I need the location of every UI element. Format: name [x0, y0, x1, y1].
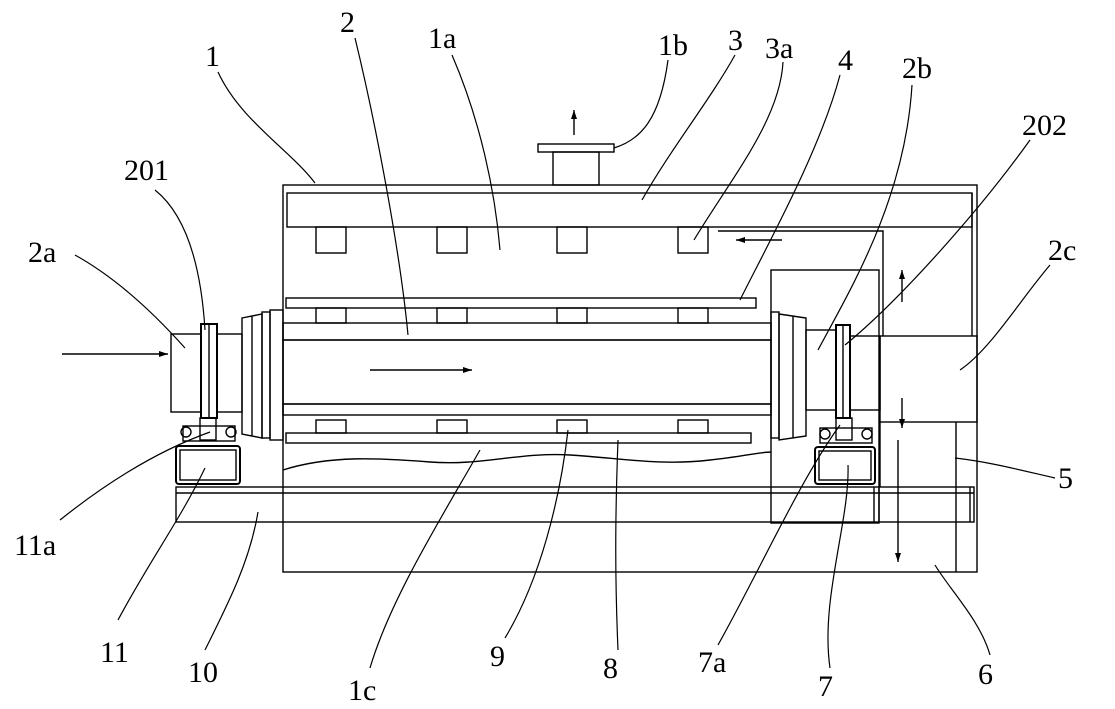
label-2c: 2c	[1048, 234, 1076, 267]
label-4: 4	[838, 44, 853, 77]
base-frame	[175, 486, 975, 523]
upper-plate	[285, 297, 757, 324]
label-8: 8	[603, 652, 618, 685]
label-1a: 1a	[428, 22, 456, 55]
label-7a: 7a	[698, 646, 726, 679]
material-bed-line	[282, 451, 772, 471]
top-channel	[286, 192, 973, 254]
label-9: 9	[490, 640, 505, 673]
label-11a: 11a	[14, 529, 56, 562]
label-202: 202	[1022, 109, 1067, 142]
label-2a: 2a	[28, 236, 56, 269]
label-2b: 2b	[902, 52, 932, 85]
label-1b: 1b	[658, 29, 688, 62]
leader-lines	[59, 37, 1056, 669]
right-support	[814, 417, 876, 485]
outlet-end	[770, 269, 978, 572]
lower-plate	[285, 419, 752, 444]
label-2: 2	[340, 6, 355, 39]
label-201: 201	[124, 154, 169, 187]
exhaust-outlet	[537, 110, 615, 186]
drum	[282, 322, 772, 416]
label-5: 5	[1058, 462, 1073, 495]
label-1c: 1c	[348, 674, 376, 707]
reference-labels: 1 2 1a 1b 3 3a 4 2b 202 201 2a 2c 5 11a …	[14, 6, 1076, 707]
left-support	[175, 417, 241, 485]
label-11: 11	[100, 636, 129, 669]
return-duct	[718, 193, 973, 562]
label-10: 10	[188, 656, 218, 689]
inlet-end	[62, 309, 284, 441]
label-6: 6	[978, 658, 993, 691]
label-7: 7	[818, 670, 833, 703]
label-3a: 3a	[765, 32, 793, 65]
label-3: 3	[728, 24, 743, 57]
label-1: 1	[205, 40, 220, 73]
